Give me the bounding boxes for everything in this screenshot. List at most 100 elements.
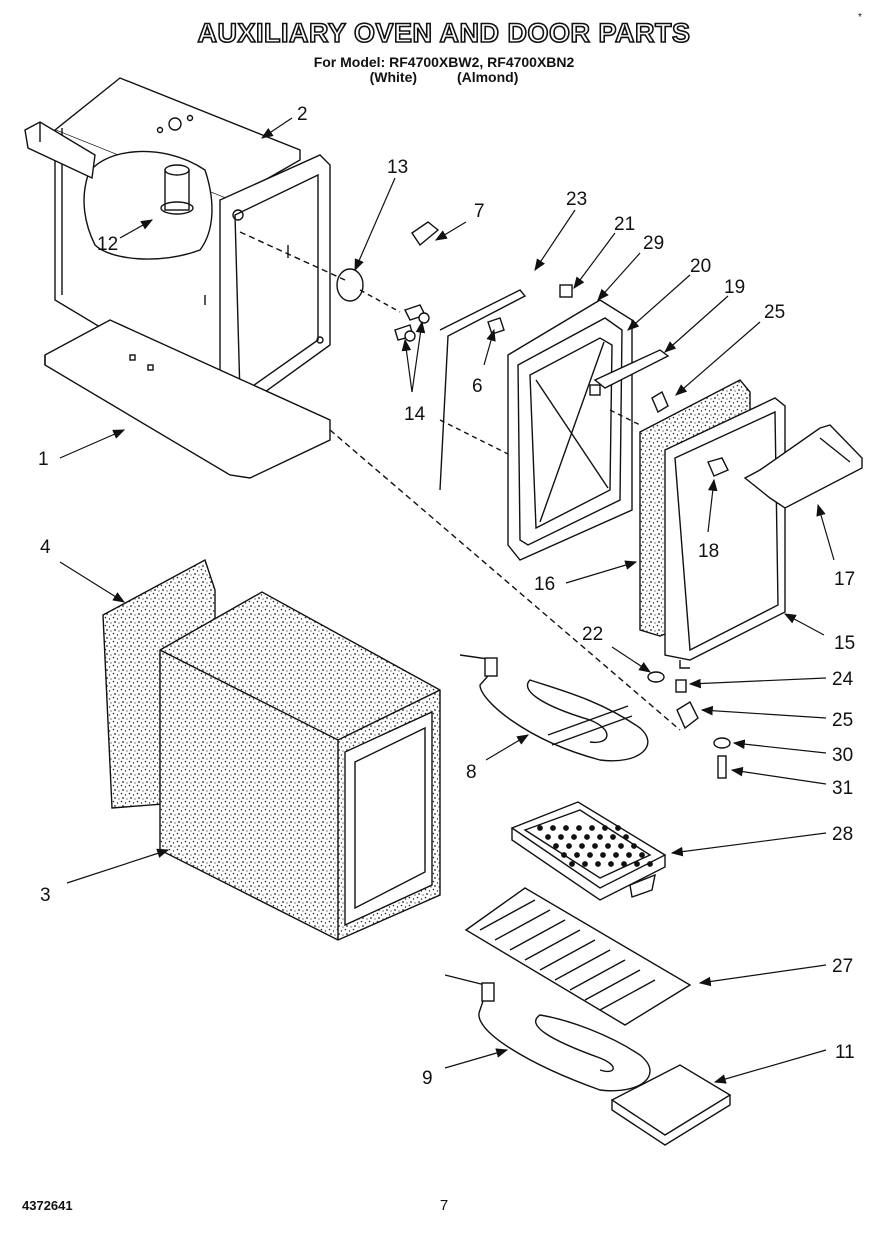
callout-2: 2 (297, 104, 308, 125)
outer-door (609, 397, 786, 669)
pan-hole (647, 861, 653, 867)
pan-hole (550, 825, 556, 831)
pan-hole (571, 834, 577, 840)
bottom-plate (44, 319, 331, 479)
oven-cavity-liner (24, 77, 331, 411)
callout-23: 23 (566, 189, 587, 210)
broil-element (444, 974, 651, 1092)
pan-hole (615, 825, 621, 831)
callout-30: 30 (832, 745, 853, 766)
variant-white: (White) (369, 69, 418, 85)
page-title: AUXILIARY OVEN AND DOOR PARTS (197, 17, 691, 49)
pan-hole (605, 843, 611, 849)
pan-hole (597, 834, 603, 840)
corner-mark: * (858, 12, 862, 23)
pan-hole (613, 852, 619, 858)
hinge-pin-lower (676, 701, 699, 730)
pan-hole (639, 852, 645, 858)
pan-hole (600, 852, 606, 858)
callout-20: 20 (690, 256, 711, 277)
screw (487, 317, 505, 335)
broiler-pan-holes (537, 825, 653, 867)
door-clip (411, 221, 440, 247)
pan-hole (602, 825, 608, 831)
callout-25-upper: 25 (764, 302, 785, 323)
callout-18: 18 (698, 541, 719, 562)
callout-21: 21 (614, 214, 635, 235)
broiler-pan (510, 801, 667, 901)
pan-hole (631, 843, 637, 849)
heat-shield (610, 1064, 732, 1146)
model-subtitle: For Model: RF4700XBW2, RF4700XBN2 (White… (0, 55, 888, 85)
gasket-wire (439, 289, 527, 491)
pan-hole (579, 843, 585, 849)
pan-hole (576, 825, 582, 831)
pan-hole (569, 861, 575, 867)
callout-12: 12 (97, 234, 118, 255)
leader-lines (59, 117, 835, 1084)
hinge-pin-upper (651, 390, 669, 414)
callout-16: 16 (534, 574, 555, 595)
pan-hole (574, 852, 580, 858)
pan-hole (634, 861, 640, 867)
pan-hole (608, 861, 614, 867)
pan-hole (553, 843, 559, 849)
callout-labels: 2 12 13 7 23 21 29 20 19 25 6 14 1 4 16 … (38, 104, 855, 1089)
callout-31: 31 (832, 778, 853, 799)
oven-rack (464, 887, 692, 1026)
pan-hole (595, 861, 601, 867)
oven-insulation-wrap (159, 591, 441, 941)
callout-8: 8 (466, 762, 477, 783)
pan-hole (561, 852, 567, 858)
inner-door-panel (507, 299, 633, 561)
bolt (717, 755, 727, 779)
callout-14: 14 (404, 404, 426, 425)
variant-row: (White) (Almond) (0, 70, 888, 85)
callout-1: 1 (38, 449, 49, 470)
small-block (559, 284, 573, 298)
pan-hole (584, 834, 590, 840)
variant-almond: (Almond) (456, 69, 519, 85)
callout-15: 15 (834, 633, 855, 654)
callout-11: 11 (835, 1042, 855, 1063)
pan-hole (566, 843, 572, 849)
pan-hole (623, 834, 629, 840)
callout-6: 6 (472, 376, 483, 397)
callout-19: 19 (724, 277, 745, 298)
callout-17: 17 (834, 569, 855, 590)
pan-hole (582, 861, 588, 867)
pan-hole (610, 834, 616, 840)
pan-hole (626, 852, 632, 858)
pan-hole (587, 852, 593, 858)
pan-hole (621, 861, 627, 867)
pan-hole (563, 825, 569, 831)
pan-hole (558, 834, 564, 840)
washer (647, 671, 665, 683)
callout-25-lower: 25 (832, 710, 853, 731)
callout-28: 28 (832, 824, 853, 845)
callout-9: 9 (422, 1068, 433, 1089)
callout-22: 22 (582, 624, 603, 645)
door-knob (707, 457, 729, 477)
pan-hole (589, 825, 595, 831)
bake-element-upper (459, 654, 649, 762)
hinge-bracket (593, 349, 670, 389)
page-number: 7 (439, 1197, 449, 1214)
pan-hole (545, 834, 551, 840)
callout-3: 3 (40, 885, 51, 906)
pan-hole (618, 843, 624, 849)
model-line: For Model: RF4700XBW2, RF4700XBN2 (313, 54, 575, 70)
callout-4: 4 (40, 537, 51, 558)
callout-27: 27 (832, 956, 853, 977)
spacer (675, 679, 687, 693)
mounting-screws (394, 304, 430, 342)
pan-hole (592, 843, 598, 849)
callout-7: 7 (474, 201, 485, 222)
callout-24: 24 (832, 669, 854, 690)
callout-13: 13 (387, 157, 408, 178)
pan-hole (537, 825, 543, 831)
door-handle (743, 424, 863, 509)
gasket-disc (239, 231, 401, 313)
